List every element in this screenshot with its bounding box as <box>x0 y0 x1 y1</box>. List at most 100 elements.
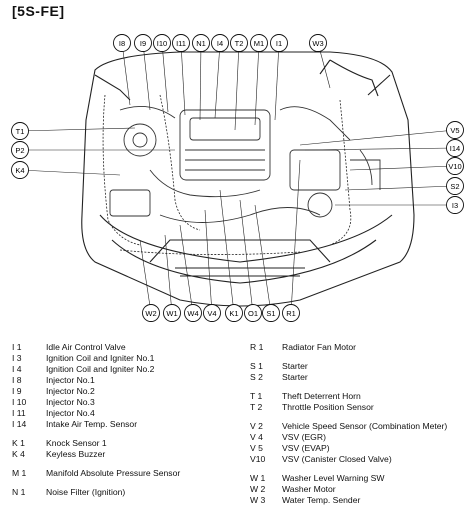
callout-t1: T1 <box>11 122 29 140</box>
car-outline <box>81 51 415 307</box>
leader-line <box>239 199 254 314</box>
legend-description: Injector No.1 <box>46 375 95 385</box>
legend-description: Idle Air Control Valve <box>46 342 126 352</box>
legend-code: K 4 <box>12 449 25 459</box>
legend-row: V 4 VSV (EGR) <box>250 432 447 443</box>
callout-i4: I4 <box>211 34 229 52</box>
leader-line <box>19 169 121 176</box>
leader-line <box>139 239 152 314</box>
legend-code: M 1 <box>12 468 27 478</box>
callout-v10: V10 <box>446 157 464 175</box>
leader-line <box>164 234 173 314</box>
legend-row: V10 VSV (Canister Closed Valve) <box>250 454 447 465</box>
legend-row: I 14 Intake Air Temp. Sensor <box>12 419 180 430</box>
callout-w1: W1 <box>163 304 181 322</box>
legend-code: N 1 <box>12 487 26 497</box>
leader-line <box>254 42 260 126</box>
callout-r1: R1 <box>282 304 300 322</box>
callout-label: I9 <box>140 39 146 48</box>
legend-spacer <box>250 413 447 421</box>
legend-description: Ignition Coil and Igniter No.1 <box>46 353 155 363</box>
legend-description: Injector No.3 <box>46 397 95 407</box>
legend-spacer <box>250 465 447 473</box>
callout-label: K4 <box>15 166 24 175</box>
diagram-title: [5S-FE] <box>12 3 65 19</box>
legend-code: I 11 <box>12 408 26 418</box>
legend-code: V10 <box>250 454 266 464</box>
callout-label: I4 <box>217 39 223 48</box>
legend-description: Manifold Absolute Pressure Sensor <box>46 468 181 478</box>
leader-line <box>180 42 186 116</box>
legend-description: Theft Deterrent Horn <box>282 391 361 401</box>
callout-label: V5 <box>450 126 459 135</box>
legend-spacer <box>12 460 180 468</box>
legend-code: S 2 <box>250 372 263 382</box>
callout-label: P2 <box>15 146 24 155</box>
legend-code: I 9 <box>12 386 22 396</box>
callout-label: T1 <box>16 127 25 136</box>
legend-code: I 4 <box>12 364 22 374</box>
callout-w4: W4 <box>184 304 202 322</box>
legend-code: R 1 <box>250 342 264 352</box>
legend-code: T 1 <box>250 391 263 401</box>
callout-label: N1 <box>196 39 206 48</box>
callout-label: I8 <box>119 39 125 48</box>
legend-description: VSV (EVAP) <box>282 443 330 453</box>
leader-line <box>204 209 213 314</box>
legend-description: Washer Level Warning SW <box>282 473 385 483</box>
leader-line <box>142 42 151 111</box>
callout-i11: I11 <box>172 34 190 52</box>
legend-row: S 2 Starter <box>250 372 447 383</box>
legend-description: Radiator Fan Motor <box>282 342 357 352</box>
legend-description: VSV (Canister Closed Valve) <box>282 454 392 464</box>
callout-label: S2 <box>450 182 459 191</box>
callout-v5: V5 <box>446 121 464 139</box>
legend-description: Intake Air Temp. Sensor <box>46 419 138 429</box>
legend-code: V 5 <box>250 443 263 453</box>
callout-p2: P2 <box>11 141 29 159</box>
callout-w3: W3 <box>309 34 327 52</box>
leader-line <box>290 159 301 314</box>
callout-m1: M1 <box>250 34 268 52</box>
leader-line <box>234 42 240 131</box>
engine-block <box>109 105 381 223</box>
legend-description: Vehicle Speed Sensor (Combination Meter) <box>282 421 448 431</box>
callout-n1: N1 <box>192 34 210 52</box>
leader-line <box>254 204 272 314</box>
legend-row: R 1 Radiator Fan Motor <box>250 342 447 353</box>
legend-description: Starter <box>282 372 308 382</box>
callout-w2: W2 <box>142 304 160 322</box>
callout-label: M1 <box>254 39 264 48</box>
callout-s1: S1 <box>262 304 280 322</box>
leader-line <box>179 224 194 314</box>
callout-label: I1 <box>276 39 282 48</box>
legend-code: K 1 <box>12 438 25 448</box>
callout-s2: S2 <box>446 177 464 195</box>
legend-code: I 14 <box>12 419 27 429</box>
callout-label: I10 <box>157 39 167 48</box>
legend-description: Washer Motor <box>282 484 336 494</box>
legend-code: V 4 <box>250 432 263 442</box>
legend-spacer <box>12 430 180 438</box>
legend-description: Starter <box>282 361 308 371</box>
legend-code: I 10 <box>12 397 27 407</box>
legend-description: Ignition Coil and Igniter No.2 <box>46 364 155 374</box>
legend-row: T 1 Theft Deterrent Horn <box>250 391 447 402</box>
legend-description: VSV (EGR) <box>282 432 326 442</box>
legend-description: Injector No.4 <box>46 408 95 418</box>
callout-i1: I1 <box>270 34 288 52</box>
leader-line <box>299 129 456 146</box>
callout-label: I3 <box>452 201 458 210</box>
leader-line <box>199 42 202 121</box>
